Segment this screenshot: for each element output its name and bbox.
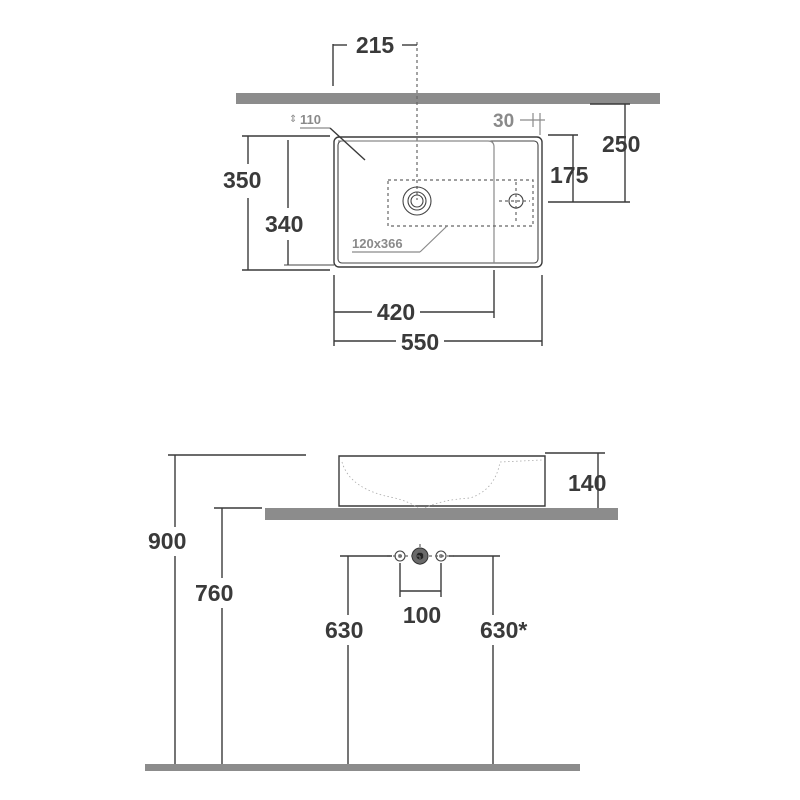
dim-110-label: 110 (300, 112, 321, 127)
dim-630-left-label: 630 (325, 617, 363, 643)
dim-120x366-leader (419, 225, 448, 253)
cutout-120x366 (387, 179, 534, 227)
floor-slab (145, 764, 580, 771)
top-wall-slab (236, 93, 660, 104)
dim-110-group: ⇕ 110 (289, 112, 366, 161)
dim-100-label: 100 (403, 602, 441, 628)
dim-350-label: 350 (223, 167, 261, 193)
water-connections (387, 544, 454, 568)
dim-175-label: 175 (550, 162, 589, 188)
side-view: 140 900 760 630 100 (145, 452, 618, 771)
dim-550-label: 550 (401, 329, 439, 355)
tap-hole-icon (499, 182, 530, 222)
dim-250-label: 250 (602, 131, 640, 157)
dim-340-label: 340 (265, 211, 303, 237)
dim-140-label: 140 (568, 470, 606, 496)
dim-215-label: 215 (356, 32, 395, 58)
dim-30-group: 30 (493, 111, 545, 135)
top-view: 215 ⇕ 110 30 (223, 32, 660, 355)
dim-630-right-label: 630* (480, 617, 527, 643)
dim-120x366-label: 120x366 (352, 236, 403, 251)
dim-760-label: 760 (195, 580, 233, 606)
basin-bowl-outline (338, 140, 495, 263)
basin-outer-outline (333, 136, 543, 268)
dim-900-label: 900 (148, 528, 186, 554)
drain-icon (402, 186, 432, 216)
basin-side-profile (338, 455, 546, 507)
dim-30-label: 30 (493, 111, 514, 132)
countertop-slab (265, 508, 618, 520)
basin-inner-profile (341, 459, 543, 509)
dim-420-label: 420 (377, 299, 415, 325)
up-down-arrow-icon: ⇕ (289, 114, 297, 125)
